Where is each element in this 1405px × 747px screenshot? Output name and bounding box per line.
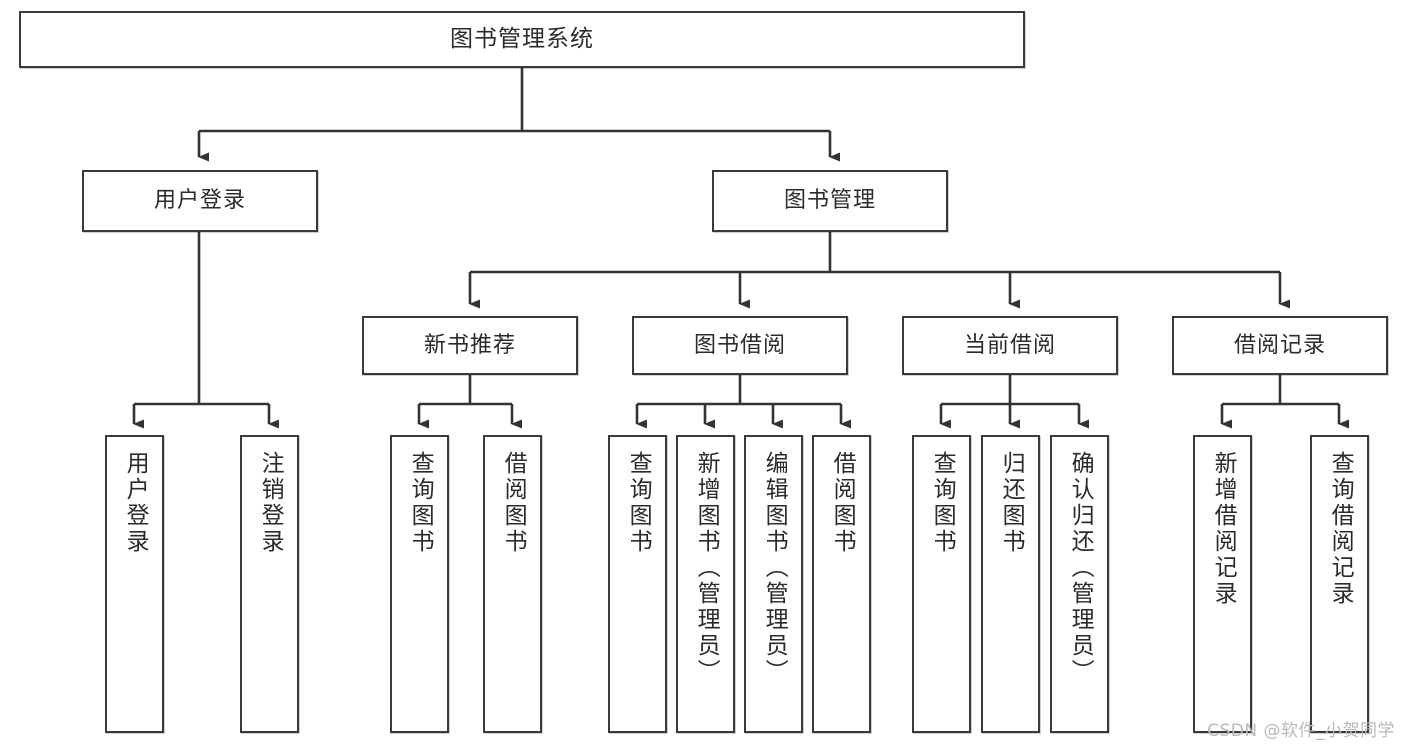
node-book-manage[interactable]: 图书管理 [712,170,948,232]
leaf-borrow-book-1[interactable]: 借阅图书 [483,435,542,733]
leaf-user-login[interactable]: 用户登录 [105,435,164,733]
leaf-query-book-1[interactable]: 查询图书 [390,435,449,733]
leaf-add-book[interactable]: 新增图书（管理员） [676,435,735,733]
node-current-borrow[interactable]: 当前借阅 [902,316,1118,375]
node-label: 图书借阅 [693,332,786,358]
leaf-edit-book[interactable]: 编辑图书（管理员） [744,435,803,733]
node-label: 注销登录 [257,451,284,555]
node-label: 查询图书 [407,451,434,555]
node-label: 查询图书 [929,451,956,555]
node-label: 查询借阅记录 [1327,451,1354,607]
node-label: 新增借阅记录 [1210,451,1237,607]
node-label: 用户登录 [153,188,246,214]
node-label: 图书管理系统 [450,26,594,53]
node-label: 查询图书 [625,451,652,555]
node-user-login[interactable]: 用户登录 [82,170,318,232]
node-label: 借阅图书 [829,451,856,555]
node-label: 归还图书 [998,451,1025,555]
node-root-system[interactable]: 图书管理系统 [19,11,1025,68]
leaf-borrow-book-2[interactable]: 借阅图书 [812,435,871,733]
leaf-confirm-return[interactable]: 确认归还（管理员） [1050,435,1109,733]
leaf-logout-login[interactable]: 注销登录 [240,435,299,733]
watermark-text: CSDN @软件_小贺同学 [1207,721,1395,741]
leaf-add-borrow-record[interactable]: 新增借阅记录 [1193,435,1252,733]
node-label: 借阅记录 [1233,332,1326,358]
node-label: 新增图书（管理员） [693,451,720,685]
node-book-borrow[interactable]: 图书借阅 [632,316,848,375]
node-label: 图书管理 [783,188,876,214]
node-label: 借阅图书 [500,451,527,555]
node-label: 当前借阅 [963,332,1056,358]
node-borrow-record[interactable]: 借阅记录 [1172,316,1388,375]
node-label: 用户登录 [122,451,149,555]
node-label: 新书推荐 [423,332,516,358]
node-label: 编辑图书（管理员） [761,451,788,685]
leaf-query-book-2[interactable]: 查询图书 [608,435,667,733]
node-new-book-recommend[interactable]: 新书推荐 [362,316,578,375]
node-label: 确认归还（管理员） [1067,451,1094,685]
leaf-query-book-3[interactable]: 查询图书 [912,435,971,733]
leaf-query-borrow-record[interactable]: 查询借阅记录 [1310,435,1369,733]
leaf-return-book[interactable]: 归还图书 [981,435,1040,733]
